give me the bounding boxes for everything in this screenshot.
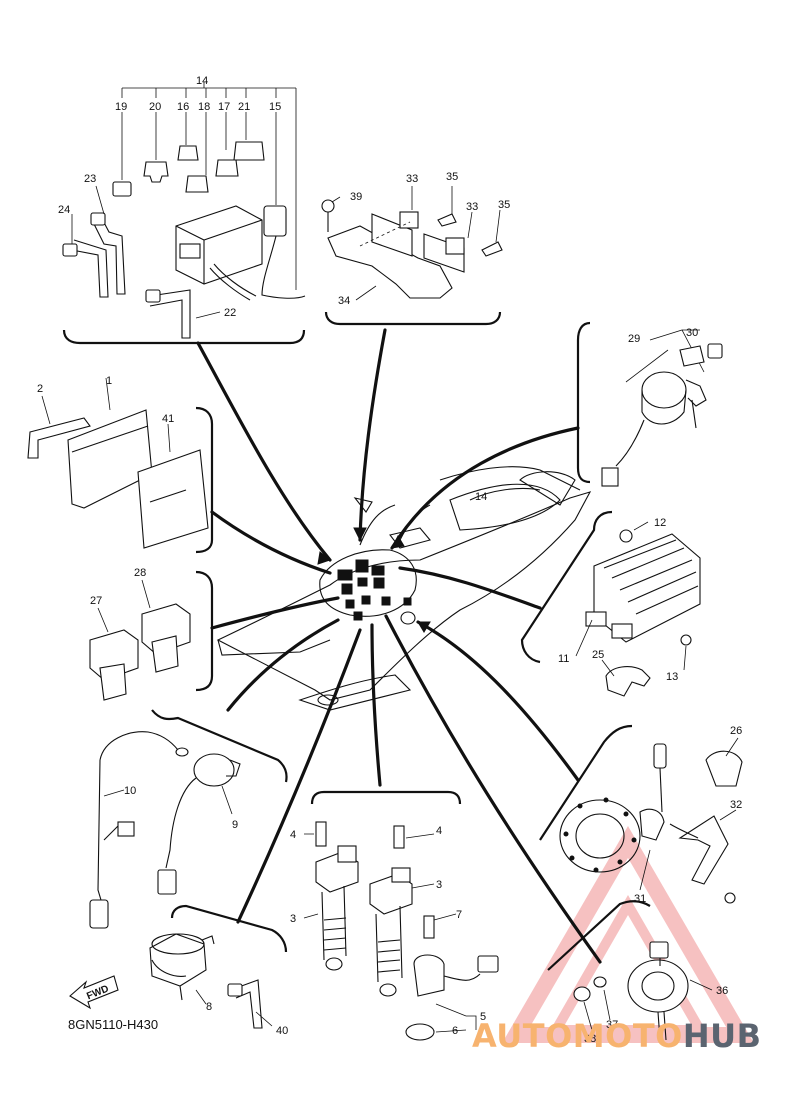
label-3a: 3 [436, 879, 442, 891]
label-35a: 35 [446, 171, 458, 183]
label-38: 38 [584, 1033, 596, 1045]
label-4a: 4 [290, 829, 296, 841]
ecu-group [27, 377, 209, 549]
watermark-text-part2: HUB [682, 1017, 762, 1055]
label-22: 22 [224, 307, 236, 319]
label-34: 34 [338, 295, 350, 307]
label-10: 10 [124, 785, 136, 797]
rectifier-group [575, 521, 701, 697]
sensor-group [303, 821, 499, 1041]
pressure-switch-group [149, 933, 273, 1029]
label-8: 8 [206, 1001, 212, 1013]
rotor-bracket-group [559, 737, 743, 904]
label-9: 9 [232, 819, 238, 831]
relay-group [89, 579, 191, 701]
label-11: 11 [558, 653, 569, 665]
group-brackets [62, 311, 651, 971]
label-18: 18 [198, 101, 210, 113]
label-32: 32 [730, 799, 742, 811]
label-33a: 33 [406, 173, 418, 185]
label-1: 1 [106, 375, 112, 387]
label-26: 26 [730, 725, 742, 737]
label-24: 24 [58, 204, 70, 216]
label-19: 19 [115, 101, 127, 113]
label-41: 41 [162, 413, 174, 425]
forward-arrow-icon: FWD [69, 975, 119, 1010]
label-5: 5 [480, 1011, 486, 1023]
label-30: 30 [686, 327, 698, 339]
label-17: 17 [218, 101, 230, 113]
label-16: 16 [177, 101, 189, 113]
label-33b: 33 [466, 201, 478, 213]
label-27: 27 [90, 595, 102, 607]
label-12: 12 [654, 517, 666, 529]
label-14-top: 14 [196, 75, 208, 87]
label-3b: 3 [290, 913, 296, 925]
label-7: 7 [456, 909, 462, 921]
label-31: 31 [634, 893, 646, 905]
label-29: 29 [628, 333, 640, 345]
label-6: 6 [452, 1025, 458, 1037]
horn-group [573, 941, 713, 1041]
label-15: 15 [269, 101, 281, 113]
reference-lines [196, 328, 602, 964]
fuse-box-group [62, 82, 306, 339]
label-14-center: 14 [475, 491, 487, 503]
label-2: 2 [37, 383, 43, 395]
label-40: 40 [276, 1025, 288, 1037]
label-4b: 4 [436, 825, 442, 837]
label-20: 20 [149, 101, 161, 113]
diagram-code: 8GN5110-H430 [68, 1017, 159, 1032]
main-switch-group [601, 329, 723, 487]
part-number-labels: 14 19 20 16 18 17 21 15 23 24 22 33 35 3… [37, 75, 742, 1045]
label-21: 21 [238, 101, 250, 113]
wire-lead-sensor-group [89, 731, 241, 929]
label-39: 39 [350, 191, 362, 203]
relay-bracket-group [321, 186, 503, 301]
label-37: 37 [606, 1019, 618, 1031]
label-36: 36 [716, 985, 728, 997]
label-25: 25 [592, 649, 604, 661]
watermark-text-part1: AUTOMOTO [472, 1017, 683, 1055]
label-35b: 35 [498, 199, 510, 211]
label-13: 13 [666, 671, 678, 683]
label-23: 23 [84, 173, 96, 185]
label-28: 28 [134, 567, 146, 579]
frame-and-harness [216, 466, 592, 711]
watermark-text: AUTOMOTOHUB [472, 1017, 762, 1055]
